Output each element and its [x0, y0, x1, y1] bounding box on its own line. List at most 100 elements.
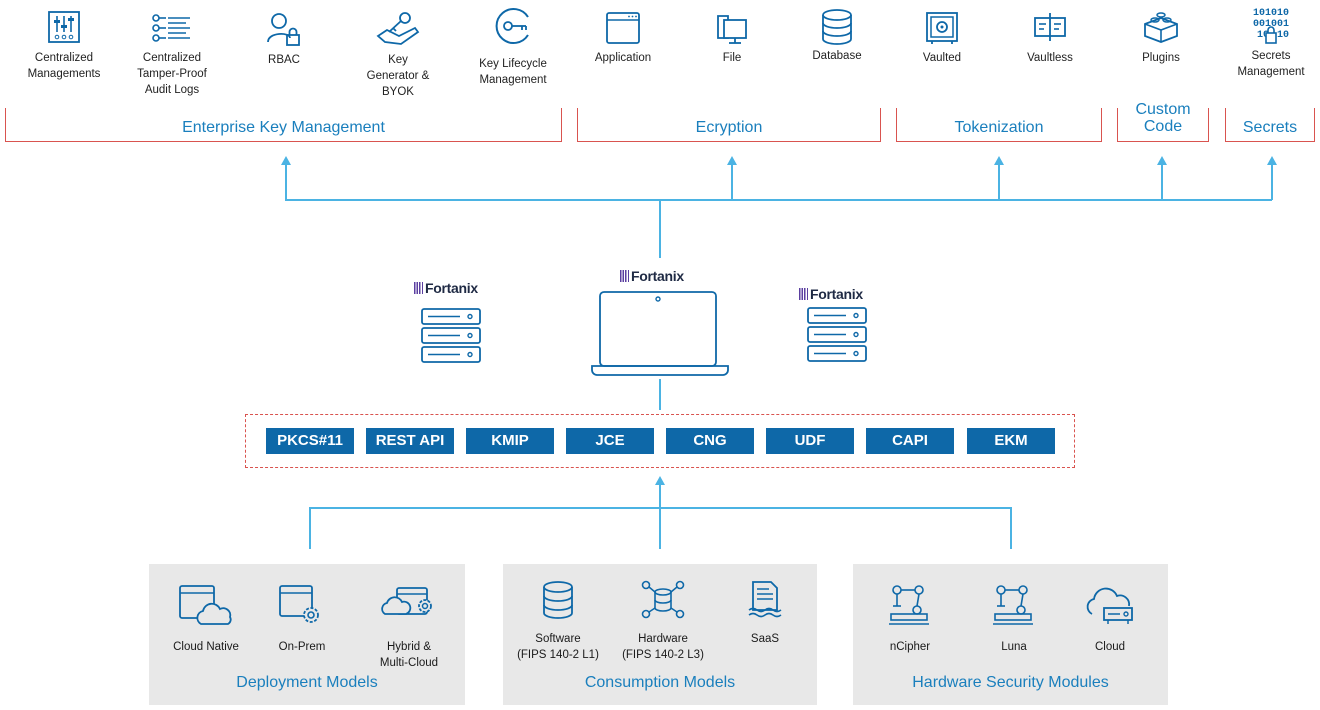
feature-label: Key Lifecycle Management — [479, 58, 547, 86]
category-encryption: Ecryption — [577, 108, 881, 142]
connector-horizontal-bottom — [309, 507, 1012, 509]
fortanix-mark-icon — [799, 288, 808, 300]
feature-label: File — [722, 52, 742, 64]
fortanix-logo-left: Fortanix — [414, 280, 478, 296]
category-enterprise-key-management: Enterprise Key Management — [5, 108, 562, 142]
item-label: SaaS — [750, 633, 780, 645]
api-rest: REST API — [366, 428, 454, 454]
panel-title: Consumption Models — [584, 674, 736, 691]
panel-title: Hardware Security Modules — [912, 674, 1109, 691]
connector-ekm — [285, 163, 287, 200]
feature-label: Vaulted — [922, 52, 962, 64]
robot-arm-icon — [993, 585, 1033, 625]
feature-label: Application — [594, 52, 652, 64]
api-capi: CAPI — [866, 428, 954, 454]
connector-bottom-center — [659, 483, 661, 549]
feature-label: Database — [812, 50, 862, 62]
consumption-saas: SaaS — [705, 580, 825, 647]
file-monitor-icon — [717, 15, 747, 44]
vault-icon — [926, 12, 958, 44]
feature-label: Secrets Management — [1237, 50, 1305, 78]
api-udf: UDF — [766, 428, 854, 454]
consumption-hardware: Hardware (FIPS 140-2 L3) — [603, 580, 723, 663]
plugins-icon — [1144, 12, 1178, 43]
consumption-software: Software (FIPS 140-2 L1) — [498, 580, 618, 663]
deployment-hybrid-multi-cloud: Hybrid & Multi-Cloud — [349, 584, 469, 671]
brand-name: Fortanix — [810, 286, 863, 302]
connector-secrets — [1271, 163, 1273, 200]
panel-deployment-models: Cloud Native On-Prem Hybrid & Multi-Clou… — [149, 564, 465, 705]
fortanix-mark-icon — [620, 270, 629, 282]
deployment-cloud-native: Cloud Native — [146, 584, 266, 655]
connector-to-hub — [659, 200, 661, 258]
sliders-icon — [48, 11, 80, 43]
feature-database: Database — [782, 8, 892, 64]
panel-consumption-models: Software (FIPS 140-2 L1) Hardware (FIPS … — [503, 564, 817, 705]
arrow-up-icon — [1267, 156, 1277, 165]
panel-hardware-security-modules: nCipher Luna Cloud Hardware Security Mod… — [853, 564, 1168, 705]
svg-text:10: 10 — [1277, 30, 1289, 41]
feature-label: Centralized Tamper-Proof Audit Logs — [137, 52, 207, 96]
cloud-gear-icon — [381, 587, 432, 615]
database-icon — [543, 581, 573, 619]
api-interfaces-box — [245, 414, 1075, 468]
category-title: Enterprise Key Management — [182, 119, 385, 136]
key-lifecycle-icon — [495, 8, 529, 44]
feature-label: Key Generator & BYOK — [366, 54, 430, 98]
category-title: Custom Code — [1135, 101, 1191, 135]
hand-key-icon — [376, 12, 420, 45]
application-window-icon — [606, 12, 640, 44]
feature-plugins: Plugins — [1106, 10, 1216, 66]
connector-horizontal-top — [285, 199, 1272, 201]
arrow-up-icon — [727, 156, 737, 165]
connector-custom-code — [1161, 163, 1163, 200]
connector-tokenization — [998, 163, 1000, 200]
cloud-hsm-icon — [1086, 587, 1133, 624]
category-title: Secrets — [1242, 119, 1298, 136]
window-gear-icon — [279, 585, 319, 623]
feature-application: Application — [568, 10, 678, 66]
svg-text:10: 10 — [1257, 30, 1269, 41]
item-label: nCipher — [889, 641, 931, 653]
api-cng: CNG — [666, 428, 754, 454]
api-ekm: EKM — [967, 428, 1055, 454]
feature-label: Centralized Managements — [27, 52, 101, 80]
fortanix-logo-right: Fortanix — [799, 286, 863, 302]
feature-secrets-management: 101010 001001 10 10 Secrets Management — [1216, 5, 1320, 80]
hsm-ncipher: nCipher — [850, 584, 970, 655]
brand-name: Fortanix — [425, 280, 478, 296]
item-label: Cloud — [1094, 641, 1126, 653]
binary-lock-icon: 101010 001001 10 10 — [1253, 8, 1289, 44]
connector-bottom-left — [309, 507, 311, 549]
brand-name: Fortanix — [631, 268, 684, 284]
arrow-up-icon — [1157, 156, 1167, 165]
feature-key-lifecycle: Key Lifecycle Management — [458, 5, 568, 88]
deployment-on-prem: On-Prem — [242, 584, 362, 655]
hsm-luna: Luna — [954, 584, 1074, 655]
category-title: Ecryption — [695, 119, 763, 136]
feature-label: Plugins — [1142, 52, 1180, 64]
api-kmip: KMIP — [466, 428, 554, 454]
api-pkcs11: PKCS#11 — [266, 428, 354, 454]
panel-title: Deployment Models — [236, 674, 378, 691]
vaultless-icon — [1034, 13, 1066, 41]
svg-text:101010: 101010 — [1253, 8, 1289, 19]
item-label: Luna — [1001, 641, 1027, 653]
cloud-window-icon — [179, 585, 232, 625]
item-label: Cloud Native — [173, 641, 239, 653]
connector-hub-to-apis — [659, 379, 661, 410]
arrow-up-icon — [281, 156, 291, 165]
server-stack-icon — [421, 308, 481, 363]
category-tokenization: Tokenization — [896, 108, 1102, 142]
audit-log-icon — [152, 14, 190, 42]
feature-audit-logs: Centralized Tamper-Proof Audit Logs — [117, 10, 227, 98]
arrow-up-icon — [994, 156, 1004, 165]
feature-label: RBAC — [268, 54, 300, 66]
connector-encryption — [731, 163, 733, 200]
feature-label: Vaultless — [1027, 52, 1073, 64]
server-stack-icon — [807, 307, 867, 362]
category-secrets: Secrets — [1225, 108, 1315, 142]
database-network-icon — [641, 580, 685, 619]
user-lock-icon — [267, 13, 300, 46]
arrow-up-icon — [655, 476, 665, 485]
